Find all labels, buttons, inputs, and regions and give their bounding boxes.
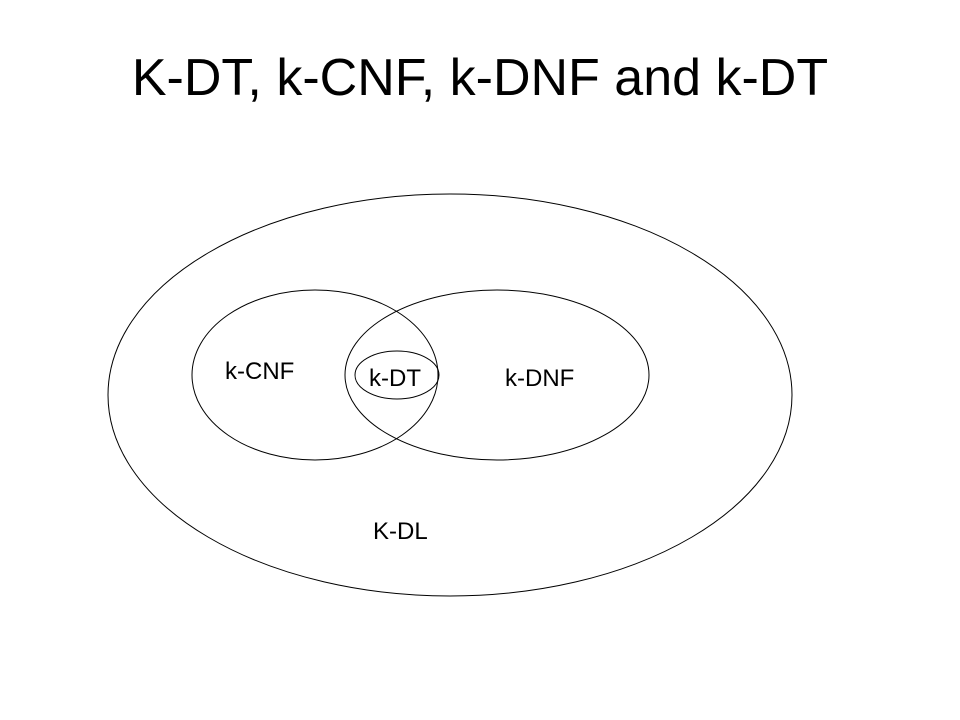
set-k-dl-ellipse	[107, 193, 793, 597]
slide-title: K-DT, k-CNF, k-DNF and k-DT	[131, 49, 829, 107]
label-k-dt: k-DT	[369, 365, 421, 392]
set-k-dt-ellipse	[354, 350, 440, 400]
label-k-cnf: k-CNF	[225, 358, 294, 385]
label-k-dl: K-DL	[373, 518, 428, 545]
set-k-cnf-ellipse	[191, 289, 439, 461]
label-k-dnf: k-DNF	[505, 365, 574, 392]
set-k-dnf-ellipse	[344, 289, 650, 461]
